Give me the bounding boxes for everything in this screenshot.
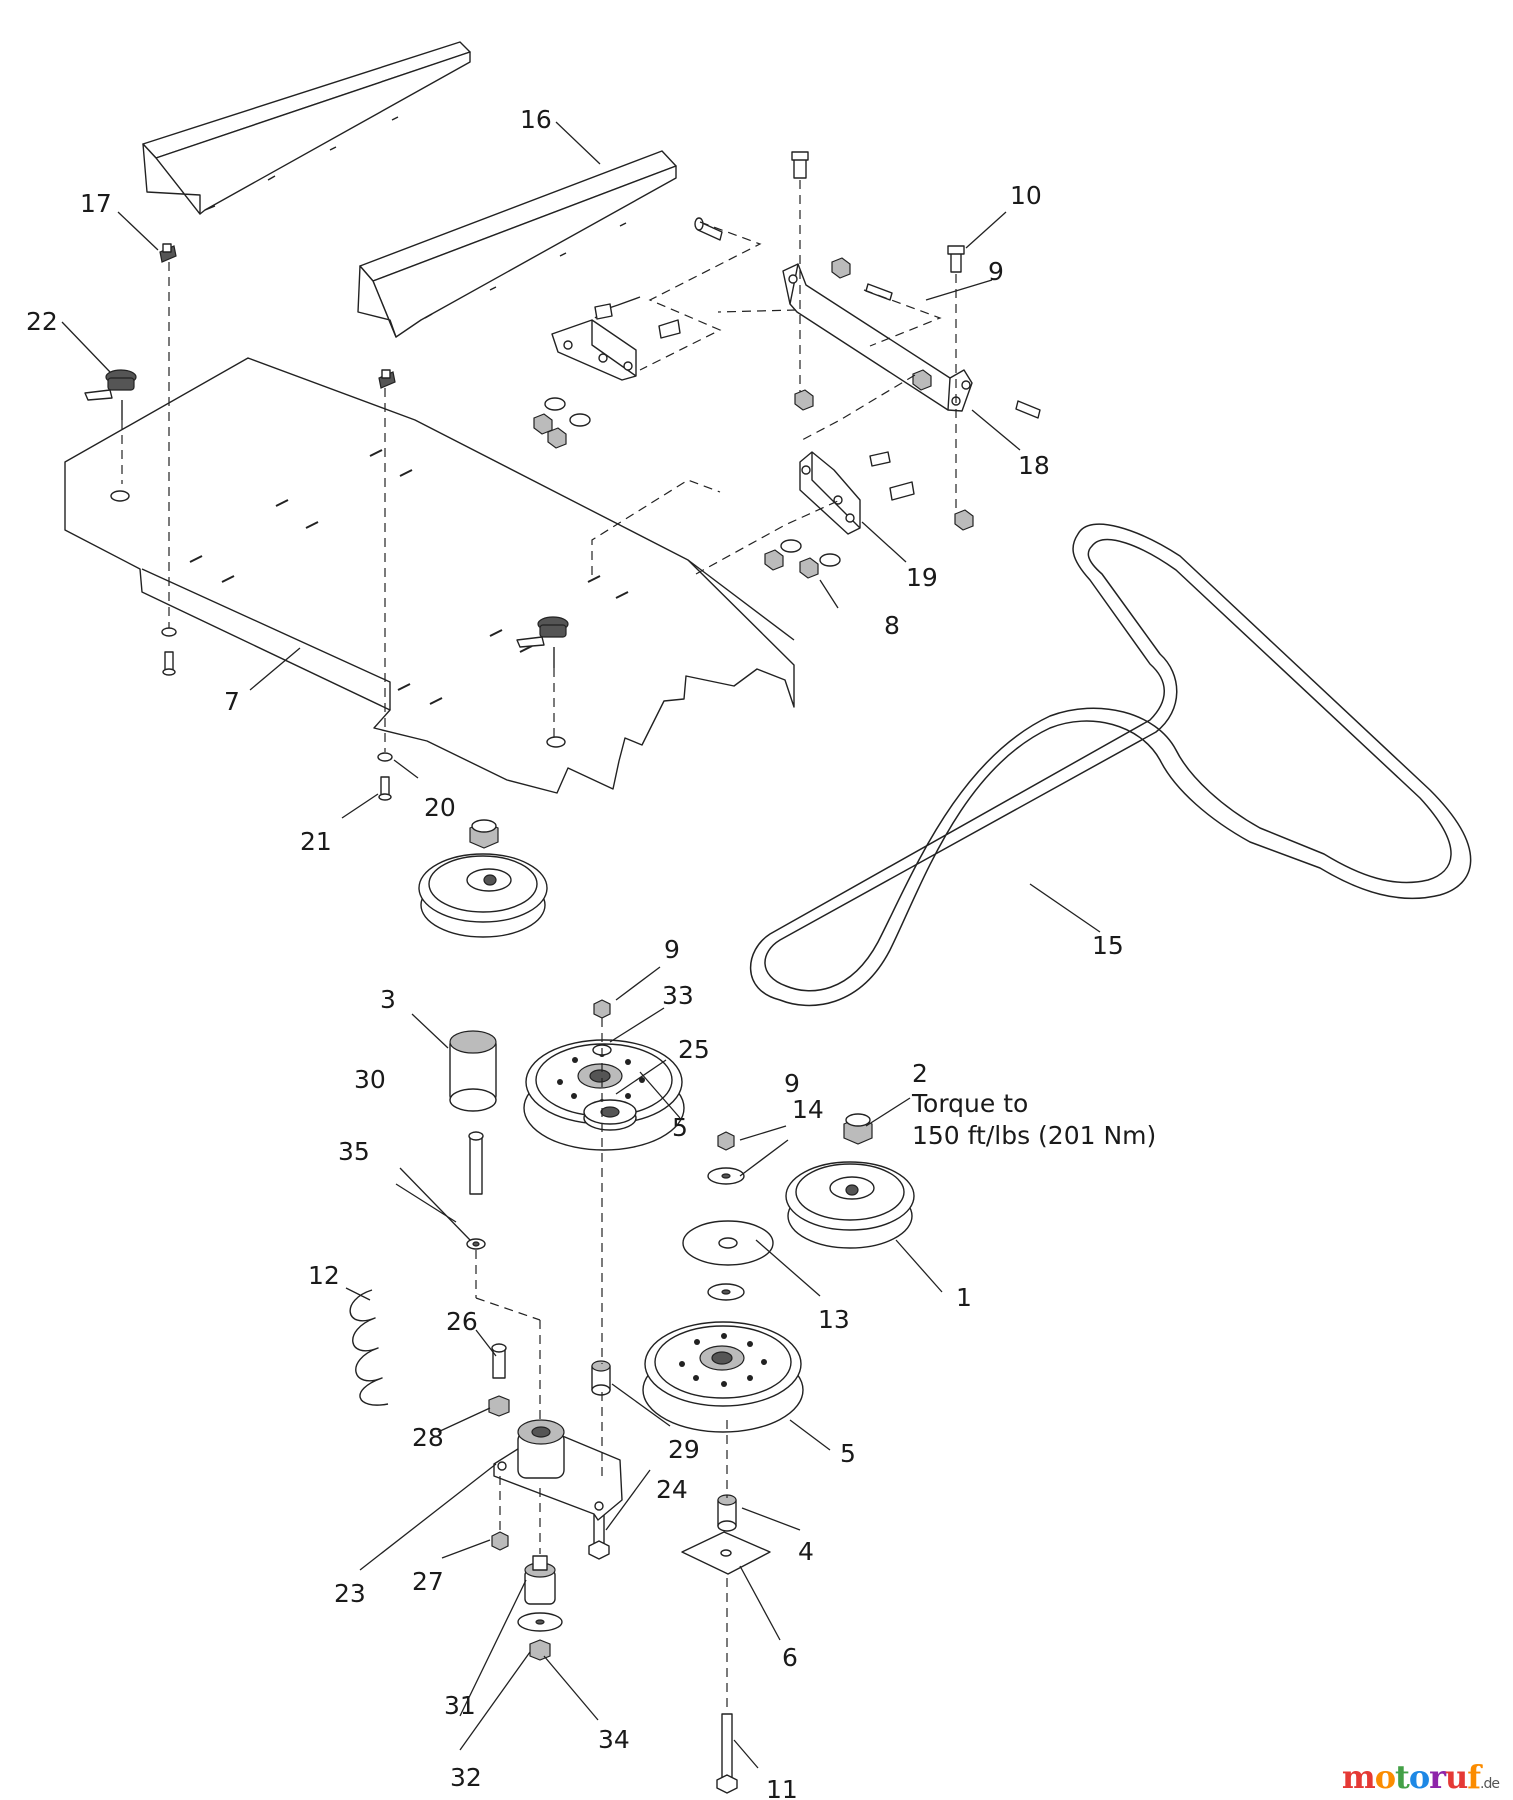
spindle-pulley-top — [418, 819, 548, 938]
idler-pulley-lower — [642, 1321, 804, 1433]
callout-32: 32 — [450, 1763, 482, 1792]
callout-22: 22 — [26, 307, 58, 336]
leader-lines — [61, 121, 1101, 1769]
callout-21: 21 — [300, 827, 332, 856]
callout-17: 17 — [80, 189, 112, 218]
callout-26: 26 — [446, 1307, 478, 1336]
callout-4: 4 — [798, 1537, 814, 1566]
cover-clip-front — [378, 369, 396, 389]
drive-belt — [749, 523, 1472, 1007]
cover-clip-rear — [159, 243, 177, 263]
bracket-hardware — [533, 151, 1041, 579]
callout-28: 28 — [412, 1423, 444, 1452]
callout-3: 3 — [380, 985, 396, 1014]
callout-23: 23 — [334, 1579, 366, 1608]
callout-1: 1 — [956, 1283, 972, 1312]
cover-bolt-front — [377, 752, 393, 801]
callout-24: 24 — [656, 1475, 688, 1504]
callout-13: 13 — [818, 1305, 850, 1334]
callout-29: 29 — [668, 1435, 700, 1464]
callout-5-upper: 5 — [672, 1113, 688, 1142]
callout-15: 15 — [1092, 931, 1124, 960]
deck-cover-shield — [64, 357, 795, 794]
callout-6: 6 — [782, 1643, 798, 1672]
callout-5-lower: 5 — [840, 1439, 856, 1468]
support-bracket — [782, 263, 973, 412]
callout-10: 10 — [1010, 181, 1042, 210]
callout-31: 31 — [444, 1691, 476, 1720]
callout-30: 30 — [354, 1065, 386, 1094]
callout-20: 20 — [424, 793, 456, 822]
belt-cover-rear — [142, 41, 471, 215]
callout-35: 35 — [338, 1137, 370, 1166]
deck-slots — [189, 449, 629, 705]
tension-spring — [349, 1289, 389, 1406]
assembly-centerlines — [121, 180, 957, 1712]
torque-note-line1: Torque to — [911, 1089, 1028, 1118]
callout-27: 27 — [412, 1567, 444, 1596]
callout-16: 16 — [520, 105, 552, 134]
callout-19: 19 — [906, 563, 938, 592]
callout-numbers: 1 2 3 4 5 5 6 7 8 9 9 9 10 11 12 13 14 1… — [26, 105, 1156, 1800]
belt-cover-front — [357, 150, 677, 338]
bracket-lower — [799, 451, 861, 535]
callout-2: 2 — [912, 1059, 928, 1088]
torque-note-line2: 150 ft/lbs (201 Nm) — [912, 1121, 1156, 1150]
idler-arm-assembly — [349, 1030, 623, 1661]
callout-33: 33 — [662, 981, 694, 1010]
motoruf-watermark-logo: motoruf.de — [1341, 1758, 1500, 1796]
callout-18: 18 — [1018, 451, 1050, 480]
callout-9-top: 9 — [988, 257, 1004, 286]
spindle-pulley-right — [785, 1113, 915, 1249]
latch-knob-left — [84, 369, 137, 420]
callout-7: 7 — [224, 687, 240, 716]
cover-bolt-rear — [161, 627, 177, 676]
callout-9-right: 9 — [784, 1069, 800, 1098]
callout-34: 34 — [598, 1725, 630, 1754]
callout-14: 14 — [792, 1095, 824, 1124]
callout-25: 25 — [678, 1035, 710, 1064]
callout-8: 8 — [884, 611, 900, 640]
callout-12: 12 — [308, 1261, 340, 1290]
latch-knob-right — [516, 616, 569, 668]
hub-hardware — [583, 999, 774, 1794]
callout-9-mid: 9 — [664, 935, 680, 964]
callout-11: 11 — [766, 1775, 798, 1800]
